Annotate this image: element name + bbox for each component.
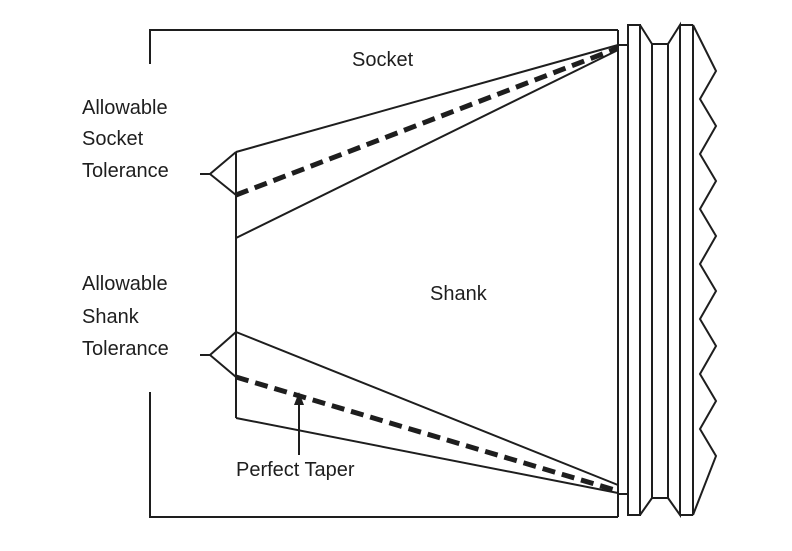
shank-tolerance-label-line-3: Tolerance [82,338,169,360]
socket-tolerance-bracket [200,151,237,196]
socket-tolerance-label-line-2: Socket [82,128,144,150]
socket-outline [149,29,618,518]
grip-band [680,24,718,516]
socket-tolerance-label-line-1: Allowable [82,97,168,119]
perfect-taper-label: Perfect Taper [236,459,355,481]
flange-collar [617,21,681,519]
socket-tolerance-band [235,44,619,239]
shank-label: Shank [430,283,488,305]
shank-tolerance-bracket [200,331,237,378]
socket-label: Socket [352,49,414,71]
shank-tolerance-label-line-2: Shank [82,306,140,328]
perfect-taper-arrow [294,392,304,455]
shank-tolerance-label-line-1: Allowable [82,273,168,295]
socket-perfect-taper-line [235,45,619,198]
socket-tolerance-label-line-3: Tolerance [82,160,169,182]
